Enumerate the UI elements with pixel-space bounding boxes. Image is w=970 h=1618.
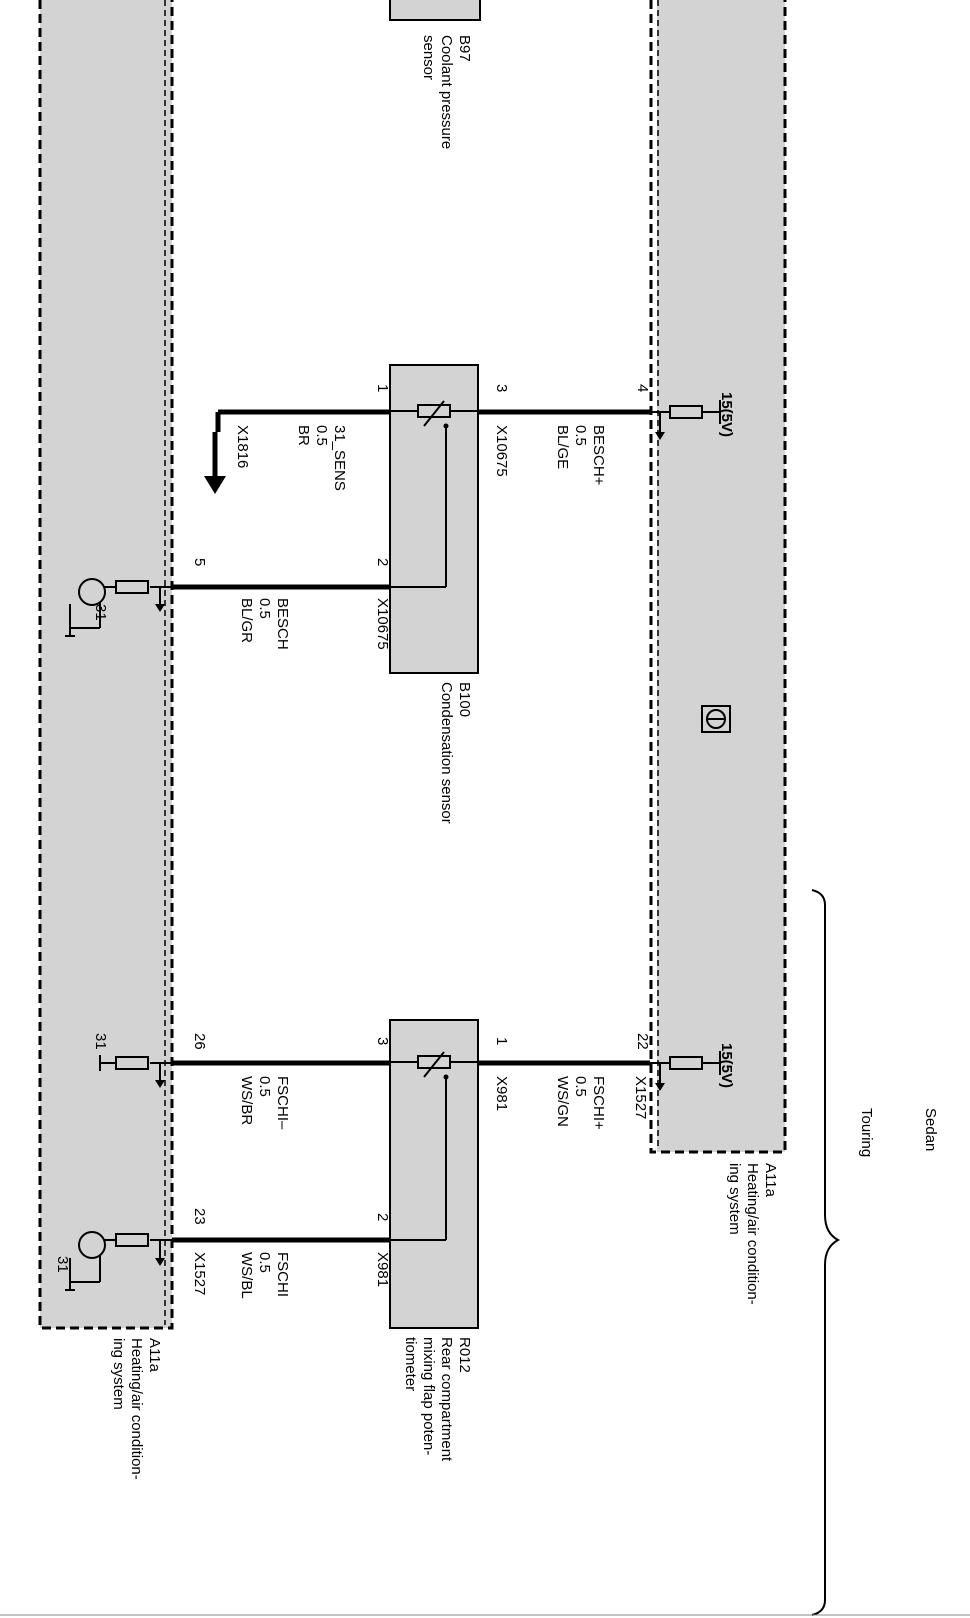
fschi-signal: FSCHI bbox=[274, 1252, 291, 1297]
fschi-minus-signal: FSCHI– bbox=[274, 1076, 291, 1130]
transistor-circuit-5 bbox=[65, 578, 172, 637]
pin-a11a-23: 23 bbox=[191, 1208, 208, 1225]
r012-box bbox=[389, 1019, 479, 1329]
besch-plus-color: BL/GE bbox=[554, 425, 571, 469]
ground-31-a: 31 bbox=[92, 604, 109, 621]
fschi-minus-size: 0.5 bbox=[256, 1076, 273, 1097]
fschi-plus-connector-r012: X981 bbox=[493, 1076, 510, 1111]
b97-name-line1: Coolant pressure bbox=[438, 35, 455, 149]
transistor-circuit-23 bbox=[65, 1231, 172, 1291]
besch-color: BL/GR bbox=[238, 598, 255, 643]
pin-r012-3: 3 bbox=[374, 1037, 391, 1045]
a11a-left-panel bbox=[40, 0, 172, 1328]
arrow-x1816 bbox=[204, 476, 226, 494]
ground-31-b: 31 bbox=[92, 1033, 109, 1050]
supply-circuit-top bbox=[650, 400, 721, 440]
pin-a11a-22: 22 bbox=[634, 1033, 651, 1050]
pin-a11a-5: 5 bbox=[191, 558, 208, 566]
fschi-plus-color: WS/GN bbox=[554, 1076, 571, 1127]
a11a-left-name-line1: Heating/air condition- bbox=[128, 1338, 145, 1480]
a11a-left-name-line2: ing system bbox=[110, 1338, 127, 1410]
fschi-plus-signal: FSCHI+ bbox=[590, 1076, 607, 1130]
sens31-signal: 31_SENS bbox=[331, 425, 348, 491]
pin-b100-3: 3 bbox=[493, 384, 510, 392]
b100-resistor bbox=[417, 404, 451, 418]
fschi-plus-connector-a11a: X1527 bbox=[632, 1076, 649, 1119]
r012-resistor bbox=[417, 1055, 451, 1069]
b97-ref: B97 bbox=[456, 35, 473, 62]
pin-r012-2: 2 bbox=[374, 1213, 391, 1221]
a11a-right-ref: A11a bbox=[762, 1163, 779, 1198]
supply-label-top: 15(5V) bbox=[718, 392, 735, 437]
pin-a11a-26: 26 bbox=[191, 1033, 208, 1050]
r012-ref: R012 bbox=[456, 1337, 473, 1373]
r012-name-line2: mixing flap poten- bbox=[420, 1337, 437, 1455]
fschi-connector-r012: X981 bbox=[374, 1252, 391, 1287]
fschi-size: 0.5 bbox=[256, 1252, 273, 1273]
besch-plus-connector: X10675 bbox=[493, 425, 510, 477]
besch-signal: BESCH bbox=[274, 598, 291, 650]
a11a-left-panel-border bbox=[38, 0, 174, 1330]
r012-name-line1: Rear compartment bbox=[438, 1337, 455, 1462]
besch-plus-size: 0.5 bbox=[572, 425, 589, 446]
besch-connector: X10675 bbox=[374, 598, 391, 650]
besch-plus-signal: BESCH+ bbox=[590, 425, 607, 486]
ground-31-c: 31 bbox=[54, 1256, 71, 1273]
a11a-right-name-line2: ing system bbox=[726, 1163, 743, 1235]
fschi-plus-size: 0.5 bbox=[572, 1076, 589, 1097]
fschi-color: WS/BL bbox=[238, 1252, 255, 1299]
a11a-right-panel bbox=[657, 0, 785, 1152]
fschi-minus-color: WS/BR bbox=[238, 1076, 255, 1125]
sens31-size: 0.5 bbox=[313, 425, 330, 446]
b97-name-line2: sensor bbox=[420, 35, 437, 80]
besch-size: 0.5 bbox=[256, 598, 273, 619]
sens31-connector: X1816 bbox=[234, 425, 251, 468]
pin-b100-1: 1 bbox=[374, 384, 391, 392]
pin-r012-1: 1 bbox=[493, 1037, 510, 1045]
a11a-left-ref: A11a bbox=[146, 1338, 163, 1373]
a11a-right-panel-border bbox=[649, 0, 787, 1154]
supply-circuit-bottom bbox=[650, 1051, 721, 1091]
touring-brace bbox=[811, 889, 841, 1616]
pin-b100-2: 2 bbox=[374, 558, 391, 566]
b97-box bbox=[389, 0, 481, 21]
r012-name-line3: tiometer bbox=[402, 1337, 419, 1391]
b100-name: Condensation sensor bbox=[438, 682, 455, 824]
supply-label-bottom: 15(5V) bbox=[718, 1043, 735, 1088]
b100-ref: B100 bbox=[456, 682, 473, 717]
fschi-connector-a11a: X1527 bbox=[191, 1252, 208, 1295]
variant-touring: Touring bbox=[858, 1108, 875, 1157]
resistor-circuit-26 bbox=[99, 1055, 172, 1088]
shield-symbol-icon bbox=[701, 705, 731, 733]
a11a-right-name-line1: Heating/air condition- bbox=[744, 1163, 761, 1305]
pin-a11a-4: 4 bbox=[634, 384, 651, 392]
variant-sedan: Sedan bbox=[922, 1108, 939, 1151]
sens31-color: BR bbox=[295, 425, 312, 446]
